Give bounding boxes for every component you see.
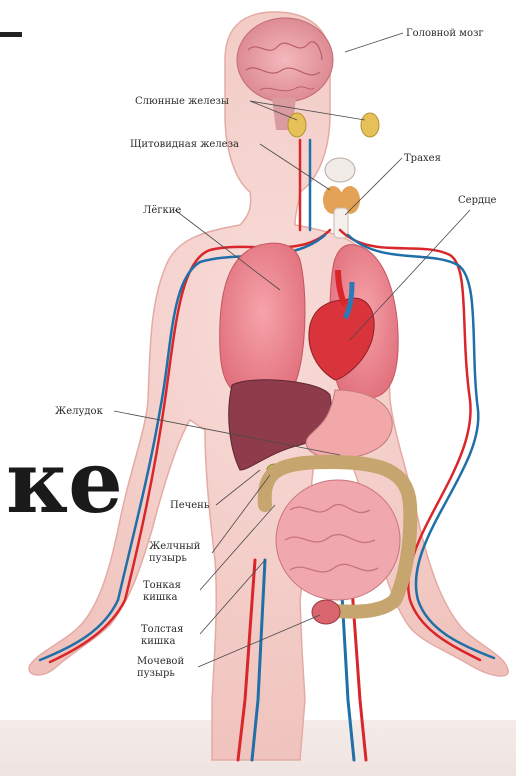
- label-heart: Сердце: [458, 195, 497, 206]
- label-small-intestine-line1: Тонкая: [143, 580, 181, 591]
- small-intestine: [276, 480, 400, 600]
- salivary-glands: [288, 113, 379, 137]
- label-stomach: Желудок: [55, 406, 104, 417]
- label-brain: Головной мозг: [406, 28, 484, 39]
- label-liver: Печень: [170, 500, 210, 511]
- urinary-bladder: [312, 600, 340, 624]
- label-large-intestine-line2: кишка: [141, 636, 175, 647]
- label-salivary-glands: Слюнные железы: [135, 96, 229, 107]
- label-bladder-line2: пузырь: [137, 668, 175, 679]
- label-trachea: Трахея: [404, 153, 441, 164]
- label-large-intestine-line1: Толстая: [141, 624, 183, 635]
- label-gallbladder-line1: Желчный: [149, 541, 201, 552]
- label-small-intestine-line2: кишка: [143, 592, 177, 603]
- label-lungs: Лёгкие: [143, 205, 181, 216]
- label-bladder-line1: Мочевой: [137, 656, 184, 667]
- label-gallbladder-line2: пузырь: [149, 553, 187, 564]
- thyroid-trachea: [323, 158, 360, 238]
- label-thyroid: Щитовидная железа: [130, 139, 239, 150]
